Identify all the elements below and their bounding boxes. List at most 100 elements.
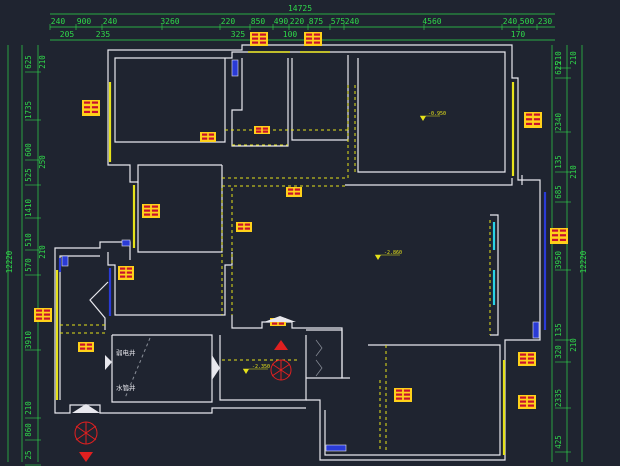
left-dim-inner-label: 250 — [38, 155, 47, 169]
closet-block — [231, 58, 289, 147]
room-label-elec-shaft: 弱电井 — [116, 348, 136, 357]
door-triangle-corridor — [264, 316, 296, 322]
room-tag — [236, 222, 252, 232]
left-overall-dim: 12220 — [5, 250, 14, 273]
top-dim-label: 850 — [251, 17, 266, 26]
right-dim-label: 135 — [554, 323, 563, 337]
room-tag — [118, 266, 134, 280]
room-tag — [394, 388, 412, 402]
elevation-markers: -0.950 -2.860 -2.350 — [243, 111, 446, 374]
left-dim-label: 25 — [24, 450, 33, 459]
top-dim-label: 240 — [345, 17, 360, 26]
elevation-master: -0.950 — [420, 111, 446, 121]
blue-block-1 — [231, 59, 239, 77]
left-dim-label: 570 — [24, 258, 33, 272]
room-tag — [142, 204, 160, 218]
right-overall-dim: 12220 — [579, 250, 588, 273]
elevation-label-master: -0.950 — [428, 111, 446, 117]
room-tag — [78, 342, 94, 352]
room-tag — [250, 32, 268, 46]
dashed-lines — [60, 85, 491, 450]
left-dim-label: 3910 — [24, 330, 33, 349]
elevation-living: -2.860 — [375, 250, 402, 260]
top-dim-label: 220 — [290, 17, 305, 26]
right-dim-label: 135 — [554, 155, 563, 169]
room-label-water-shaft: 水管井 — [116, 383, 136, 392]
right-dim-label: 210 — [554, 51, 563, 65]
right-dim-inner-label: 210 — [569, 51, 578, 65]
dash-diag — [124, 337, 151, 399]
room-tag — [524, 112, 542, 128]
right-dim-inner-label: 210 — [569, 338, 578, 352]
bottom-right-room — [324, 344, 501, 456]
top-dim-label: 240 — [51, 17, 66, 26]
room-tag — [286, 187, 302, 197]
door-triangle-bottom-left — [72, 404, 100, 413]
room-tag — [34, 308, 52, 322]
left-dim-label: 600 — [24, 143, 33, 157]
right-dim-label: 625 — [554, 61, 563, 75]
master-lower — [345, 178, 513, 186]
left-dim-inner-label: 210 — [38, 245, 47, 259]
stair-glyphs — [315, 339, 323, 377]
room-tag — [200, 132, 216, 142]
outer-wall-top-inner — [114, 51, 506, 80]
top-dim-label: 230 — [538, 17, 553, 26]
top-dim-label: 875 — [309, 17, 324, 26]
right-dim-label: 685 — [554, 185, 563, 199]
room-tag — [518, 395, 536, 409]
left-dim-label: 1410 — [24, 198, 33, 217]
stair — [306, 329, 343, 379]
bedroom1-outer — [107, 78, 222, 183]
red-markers — [72, 316, 296, 462]
top-dim-label: 220 — [221, 17, 236, 26]
top-dim-label: 240 — [103, 17, 118, 26]
left-wing-inner — [59, 255, 100, 400]
elevation-label-living: -2.860 — [384, 250, 402, 256]
left-dim-inner-label: 210 — [38, 55, 47, 69]
room-tag — [518, 352, 536, 366]
right-dim-inner-label: 210 — [569, 165, 578, 179]
blue-block-4 — [532, 321, 540, 339]
elevation-label-entry: -2.350 — [252, 364, 270, 370]
top-dim-label: 575 — [331, 17, 346, 26]
bottom-outer — [54, 404, 306, 414]
top-dim-label-2: 325 — [231, 30, 246, 39]
top-dim-label: 490 — [274, 17, 289, 26]
right-dim-label: 425 — [554, 435, 563, 449]
room-tag — [550, 228, 568, 244]
entry-block — [219, 335, 307, 401]
top-dim-label: 500 — [520, 17, 535, 26]
right-dim-label: 320 — [554, 345, 563, 359]
room-tag — [254, 126, 270, 134]
top-dim-label-2: 100 — [283, 30, 298, 39]
left-dimension-group: 12220 6251735600525141051057039102108602… — [5, 45, 47, 466]
room-tag — [304, 32, 322, 46]
bedroom3 — [107, 252, 233, 316]
top-dim-label-2: 235 — [96, 30, 111, 39]
service-block — [111, 334, 213, 403]
door-triangle-service — [105, 355, 112, 370]
left-dim-label: 510 — [24, 233, 33, 247]
bedroom1 — [114, 58, 226, 143]
blue-block-3 — [121, 239, 131, 247]
room-labels: 弱电井 水管井 — [116, 348, 136, 392]
left-dim-label: 860 — [24, 423, 33, 437]
right-column — [490, 214, 499, 336]
blue-blocks — [61, 59, 540, 452]
walls — [54, 44, 541, 461]
top-dim-label: 4560 — [422, 17, 441, 26]
stair-glyph — [315, 339, 323, 377]
left-dim-label: 1735 — [24, 101, 33, 119]
right-dim-label: 3950 — [554, 250, 563, 269]
top-dim-label: 3260 — [160, 17, 179, 26]
right-dimension-group: 12220 210625234013568539501353202335425 … — [551, 45, 588, 462]
compass-marker — [74, 421, 98, 462]
left-dim-label: 625 — [24, 55, 33, 69]
windows — [55, 51, 547, 455]
top-dim-label: 240 — [503, 17, 518, 26]
top-dim-label: 900 — [77, 17, 92, 26]
